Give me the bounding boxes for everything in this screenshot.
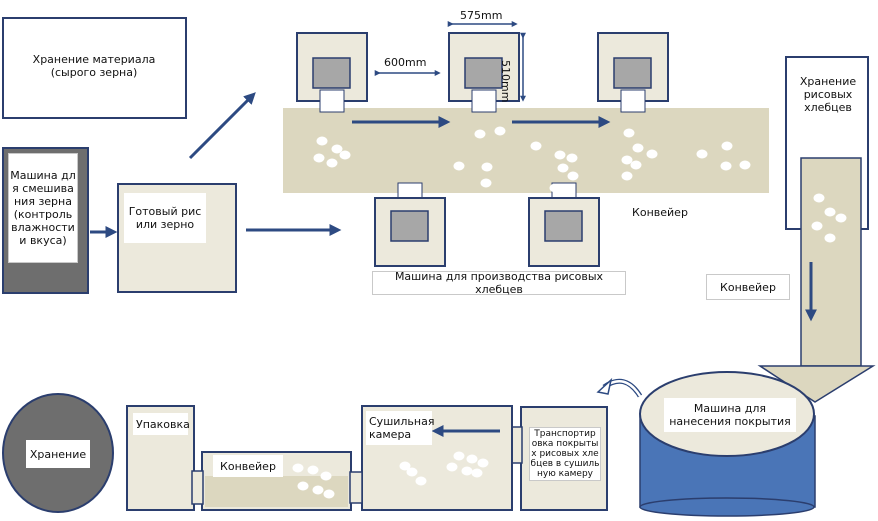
transport-label: Транспортир овка покрыты х рисовых хле б… bbox=[529, 427, 601, 481]
conveyor-connector bbox=[349, 471, 363, 504]
rice-cake-dot bbox=[446, 462, 458, 472]
rice-cake-dot bbox=[811, 221, 823, 231]
rice-cake-dot bbox=[623, 128, 635, 138]
packing-connector bbox=[191, 470, 204, 505]
rice-cake-dot bbox=[477, 458, 489, 468]
rice-cake-dot bbox=[630, 160, 642, 170]
rice-cake-dot bbox=[813, 193, 825, 203]
packing-label: Упаковка bbox=[133, 413, 190, 435]
production-machine-label: Машина для производства рисовых хлебцев bbox=[372, 270, 626, 296]
mixer-label: Машина дл я смешива ния зерна (контроль … bbox=[8, 153, 78, 263]
machine-top-1 bbox=[296, 32, 368, 113]
rice-cake-dot bbox=[316, 136, 328, 146]
rice-cake-dot bbox=[621, 171, 633, 181]
cake-storage-label: Хранение рисовых хлебцев bbox=[793, 69, 863, 119]
coating-machine bbox=[639, 371, 816, 517]
rice-cake-dot bbox=[406, 467, 418, 477]
rice-cake-dot bbox=[566, 153, 578, 163]
rice-cake-dot bbox=[696, 149, 708, 159]
rice-cake-dot bbox=[307, 465, 319, 475]
ready-rice-label: Готовый рис или зерно bbox=[124, 193, 206, 243]
storage-label: Хранение bbox=[26, 440, 90, 468]
rice-cakes bbox=[292, 126, 847, 499]
rice-cake-dot bbox=[567, 171, 579, 181]
rice-cake-dot bbox=[471, 468, 483, 478]
arrow-curved-head bbox=[596, 377, 613, 395]
rice-cake-dot bbox=[466, 454, 478, 464]
raw-storage-label: Хранение материала (сырого зерна) bbox=[24, 44, 164, 88]
dim-gap-label: 600mm bbox=[384, 56, 427, 69]
rice-cake-dot bbox=[292, 463, 304, 473]
rice-cake-dot bbox=[313, 153, 325, 163]
dim-height-label: 510mm bbox=[499, 60, 512, 103]
rice-cake-dot bbox=[494, 126, 506, 136]
rice-cake-dot bbox=[721, 141, 733, 151]
rice-cake-dot bbox=[549, 183, 561, 193]
rice-cake-dot bbox=[824, 233, 836, 243]
rice-cake-dot bbox=[339, 150, 351, 160]
rice-cake-dot bbox=[326, 158, 338, 168]
coating-label: Машина для нанесения покрытия bbox=[664, 398, 796, 432]
rice-cake-dot bbox=[720, 161, 732, 171]
rice-cake-dot bbox=[312, 485, 324, 495]
rice-cake-dot bbox=[824, 207, 836, 217]
rice-cake-dot bbox=[399, 461, 411, 471]
machine-bottom-2 bbox=[528, 182, 600, 267]
rice-cake-dot bbox=[415, 476, 427, 486]
rice-cake-dot bbox=[632, 143, 644, 153]
rice-cake-dot bbox=[480, 178, 492, 188]
rice-cake-dot bbox=[530, 141, 542, 151]
bottom-conveyor-belt bbox=[205, 476, 348, 507]
bottom-conveyor-label: Конвейер bbox=[213, 455, 283, 477]
machine-top-3 bbox=[597, 32, 669, 113]
arrow-ready-up bbox=[188, 92, 256, 160]
main-conveyor-label: Конвейер bbox=[618, 200, 702, 224]
drying-label: Сушильная камера bbox=[366, 411, 434, 445]
rice-cake-dot bbox=[320, 471, 332, 481]
rice-cake-dot bbox=[557, 163, 569, 173]
rice-cake-dot bbox=[554, 150, 566, 160]
side-conveyor-label: Конвейер bbox=[706, 274, 790, 300]
rice-cake-dot bbox=[453, 161, 465, 171]
rice-cake-dot bbox=[739, 160, 751, 170]
rice-cake-dot bbox=[453, 451, 465, 461]
machine-top-2 bbox=[448, 32, 520, 113]
rice-cake-dot bbox=[461, 466, 473, 476]
rice-cake-dot bbox=[621, 155, 633, 165]
rice-cake-dot bbox=[646, 149, 658, 159]
machine-bottom-1 bbox=[374, 182, 446, 267]
rice-cake-dot bbox=[331, 144, 343, 154]
rice-cake-dot bbox=[323, 489, 335, 499]
rice-cake-dot bbox=[474, 129, 486, 139]
transport-connector bbox=[511, 426, 523, 464]
rice-cake-dot bbox=[297, 481, 309, 491]
rice-cake-dot bbox=[835, 213, 847, 223]
rice-cake-dot bbox=[481, 162, 493, 172]
dim-width-label: 575mm bbox=[460, 9, 503, 22]
